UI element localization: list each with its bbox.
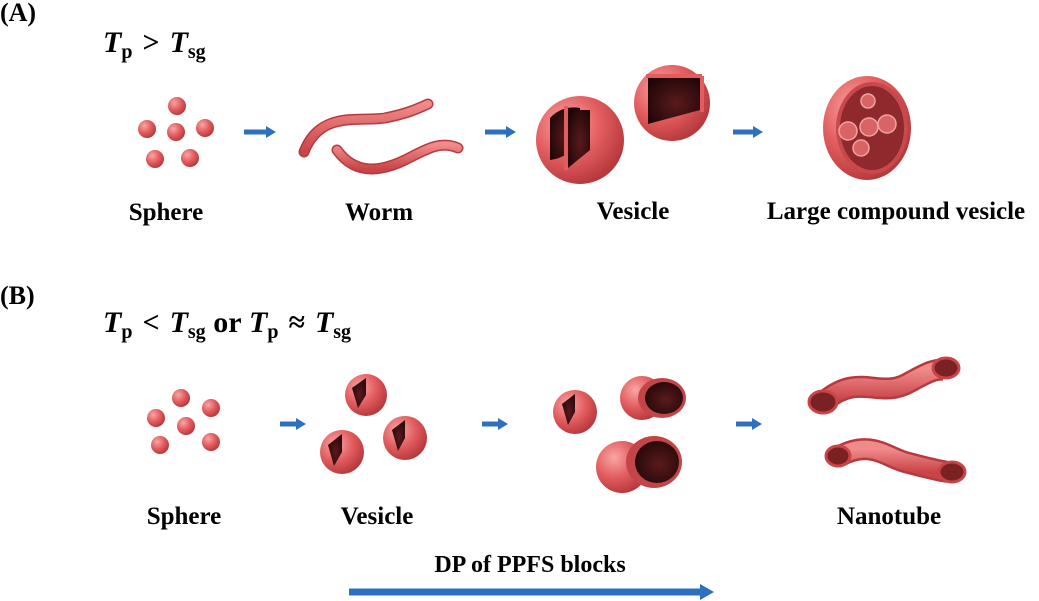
arrow-b1	[280, 418, 306, 430]
label-vesicle-a: Vesicle	[596, 198, 670, 225]
p-subscript: p	[121, 321, 133, 343]
arrow-b2	[482, 418, 508, 430]
vesicle-a-small	[634, 65, 710, 141]
label-vesicle-b: Vesicle	[340, 503, 414, 530]
operator-less: <	[142, 306, 160, 339]
sg-subscript: sg	[187, 41, 206, 63]
sg-subscript: sg	[333, 321, 352, 343]
label-nanotube: Nanotube	[836, 503, 942, 530]
sg-subscript: sg	[187, 321, 206, 343]
operator: >	[142, 26, 160, 59]
label-sphere-b: Sphere	[146, 503, 222, 530]
or-word: or	[213, 306, 242, 339]
label-worm: Worm	[344, 199, 414, 226]
sphere-cluster-a	[138, 97, 214, 168]
t-symbol: T	[169, 26, 188, 59]
large-compound-vesicle	[823, 76, 911, 180]
label-large-compound-vesicle: Large compound vesicle	[766, 198, 1026, 225]
dp-axis-label: DP of PPFS blocks	[434, 552, 626, 578]
label-sphere-a: Sphere	[128, 199, 204, 226]
t-symbol: T	[249, 306, 268, 339]
vesicle-trio-b	[320, 374, 427, 474]
panel-b-condition: Tp < Tsg or Tp ≈ Tsg	[103, 306, 351, 343]
nanotubes	[807, 356, 967, 484]
t-symbol: T	[169, 306, 188, 339]
arrow-a3	[733, 126, 763, 138]
worm-a	[298, 98, 464, 175]
p-subscript: p	[267, 321, 279, 343]
arrow-b3	[736, 418, 762, 430]
operator-approx: ≈	[288, 306, 305, 339]
t-symbol: T	[103, 306, 122, 339]
intermediate-vesicles-b	[553, 376, 686, 493]
p-subscript: p	[121, 41, 133, 63]
arrow-a2	[485, 126, 516, 138]
t-symbol: T	[314, 306, 334, 339]
panel-a-letter: (A)	[0, 0, 37, 27]
arrow-a1	[244, 126, 276, 138]
t-symbol: T	[103, 26, 122, 59]
dp-arrow	[349, 584, 714, 600]
sphere-cluster-b	[147, 389, 220, 454]
vesicle-a-large	[536, 96, 624, 184]
panel-a-condition: Tp > Tsg	[103, 26, 206, 63]
panel-b-letter: (B)	[0, 281, 35, 310]
